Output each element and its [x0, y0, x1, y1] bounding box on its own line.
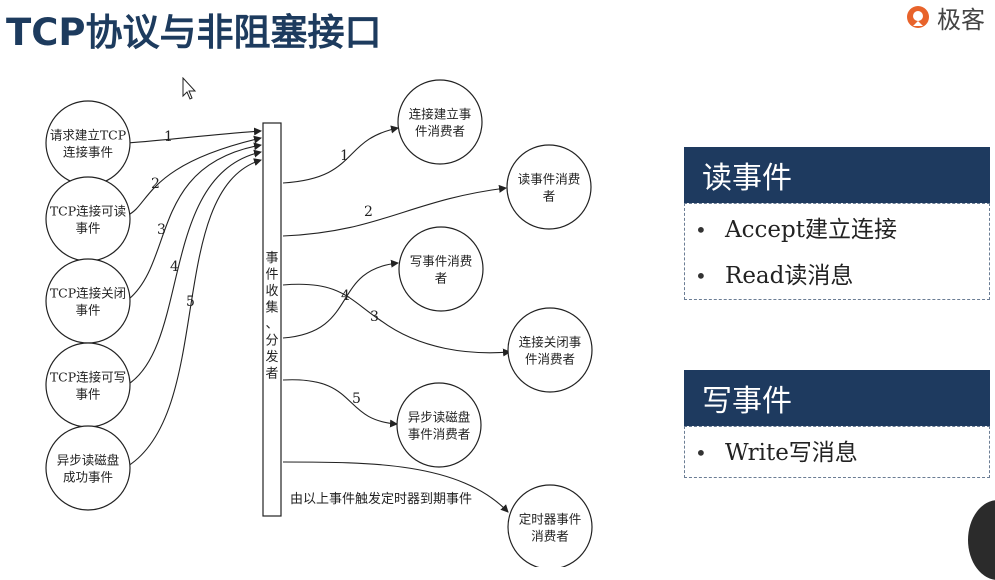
consumer-node-label: 件消费者	[525, 352, 575, 367]
write-event-item: Write写消息	[685, 430, 989, 476]
collector-char: 收	[265, 284, 278, 299]
read-events-header: 读事件	[684, 147, 990, 203]
event-collector-bar	[262, 122, 282, 517]
collector-char: 集	[265, 300, 278, 316]
logo-icon	[907, 5, 929, 28]
read-event-item: Read读消息	[685, 253, 989, 299]
source-event-node-2	[45, 176, 131, 262]
brand-logo: 极客	[905, 0, 985, 35]
left-arrow-3	[128, 142, 262, 300]
consumer-node-3	[398, 226, 484, 312]
write-events-list: Write写消息	[684, 426, 990, 478]
consumer-node-label: 者	[435, 271, 448, 286]
source-event-node-4	[45, 342, 131, 428]
right-label-4: 4	[341, 288, 350, 304]
consumer-node-6	[507, 484, 593, 567]
consumer-node-2	[506, 144, 592, 230]
source-event-node-label: 请求建立TCP	[50, 128, 126, 143]
read-event-item: Accept建立连接	[685, 207, 989, 253]
left-label-5: 5	[186, 294, 195, 310]
left-arrow-4	[129, 149, 262, 384]
consumer-node-label: 消费者	[531, 529, 569, 544]
right-label-1: 1	[340, 148, 349, 164]
consumer-node-label: 定时器事件	[519, 512, 582, 527]
collector-char: 发	[265, 349, 278, 365]
source-event-node-1	[45, 100, 131, 186]
left-arrow-2	[127, 135, 262, 216]
consumer-node-4	[507, 307, 593, 393]
right-arrow-1	[282, 125, 399, 184]
source-event-node-label: TCP连接可写	[50, 370, 126, 385]
mouse-cursor-icon	[182, 77, 197, 100]
read-events-list: Accept建立连接 Read读消息	[684, 203, 990, 300]
logo-text: 极客	[937, 6, 985, 34]
timer-caption: 由以上事件触发定时器到期事件	[290, 491, 472, 507]
left-arrow-1	[126, 127, 262, 144]
presenter-avatar	[968, 500, 995, 580]
consumer-node-label: 连接建立事	[409, 107, 472, 122]
write-events-title: 写事件	[702, 384, 792, 419]
consumer-node-label: 写事件消费	[410, 254, 473, 269]
collector-char: 、	[265, 317, 278, 332]
collector-char: 事	[265, 251, 278, 266]
source-event-node-label: 事件	[75, 303, 100, 318]
source-event-node-label: 连接事件	[63, 145, 113, 160]
left-label-1: 1	[164, 129, 173, 145]
left-label-2: 2	[151, 176, 160, 192]
consumer-node-label: 异步读磁盘	[408, 410, 471, 425]
write-events-header: 写事件	[684, 370, 990, 426]
source-event-node-3	[45, 258, 131, 344]
left-label-3: 3	[157, 222, 166, 238]
left-label-4: 4	[170, 259, 179, 275]
consumer-node-label: 者	[543, 189, 556, 204]
slide-title: TCP协议与非阻塞接口	[6, 11, 382, 54]
read-events-title: 读事件	[702, 161, 792, 196]
right-label-3: 3	[370, 309, 379, 325]
right-label-2: 2	[364, 204, 373, 220]
collector-char: 者	[265, 367, 278, 382]
collector-char: 分	[265, 334, 278, 349]
consumer-node-label: 连接关闭事	[519, 335, 582, 350]
collector-char: 件	[265, 268, 278, 283]
consumer-node-1	[397, 79, 483, 165]
consumer-node-label: 读事件消费	[518, 172, 581, 187]
right-arrow-4	[282, 259, 399, 339]
consumer-node-5	[396, 382, 482, 468]
left-arrow-5	[127, 158, 262, 467]
right-arrow-5	[282, 379, 398, 428]
source-event-node-5	[45, 425, 131, 511]
consumer-node-label: 事件消费者	[408, 427, 471, 442]
right-arrow-2	[282, 184, 507, 237]
consumer-nodes: 连接建立事件消费者读事件消费者写事件消费者连接关闭事件消费者异步读磁盘事件消费者…	[396, 79, 593, 567]
right-arrow-6	[282, 461, 509, 513]
right-arrow-3	[282, 283, 511, 357]
consumer-node-label: 件消费者	[415, 124, 465, 139]
source-event-node-label: 事件	[75, 221, 100, 236]
source-event-node-label: TCP连接关闭	[50, 286, 126, 301]
source-event-node-label: 成功事件	[63, 470, 113, 485]
right-label-5: 5	[352, 391, 361, 407]
source-event-node-label: 异步读磁盘	[57, 453, 120, 468]
source-event-node-label: TCP连接可读	[50, 204, 126, 219]
source-event-node-label: 事件	[75, 387, 100, 402]
